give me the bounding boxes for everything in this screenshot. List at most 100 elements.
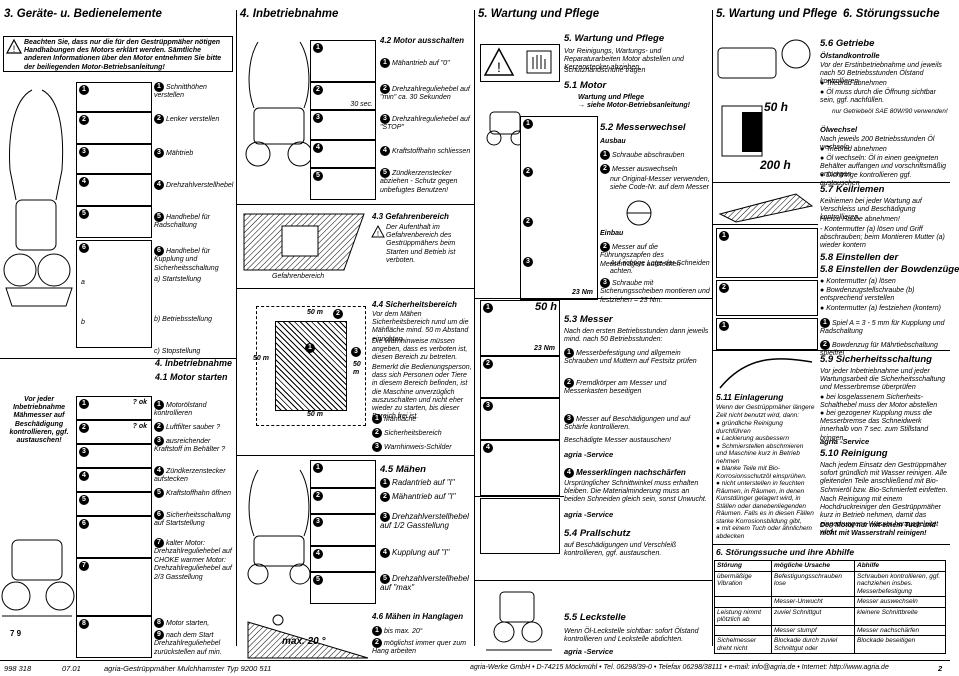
pic-stop-5: 5 [310,168,376,200]
oil-text: Vor der Erstinbetriebnahme und jeweils n… [820,62,942,86]
clean-text-2: Nach Reinigung mit einem Hochdruckreinig… [820,496,942,536]
safety-title: 4.4 Sicherheitsbereich [372,300,457,309]
section-inbetriebnahme: 4. Inbetriebnahme [155,358,233,368]
gear-illustration [717,39,811,157]
divider [474,298,712,299]
header-inbetriebnahme: 4. Inbetriebnahme [240,8,339,20]
safety-switch-item-2: ● bei gezogener Kupplung muss die Messer… [820,410,933,442]
divider [0,358,236,359]
oilchange-title: Ölwechsel [820,125,858,134]
motor-ausschalten-title: 4.2 Motor ausschalten [380,36,465,45]
guard-text: auf Beschädigungen und Verschleiß kontro… [564,542,677,558]
safety-switch-title: 5.9 Sicherheitsschaltung [820,354,932,365]
storage-title: 5.11 Einlagerung [716,392,784,402]
cable-title: 5.8 Einstellen der Bowdenzüge [820,264,959,275]
clean-text-3: Den Motor nur mit einem Tuch und nicht m… [820,522,936,538]
hours-200: 200 h [760,158,791,172]
hours-50: 50 h [764,100,789,114]
safety-switch-item-1: ● bei losgelassenem Sicherheits-Schalthe… [820,394,938,410]
belt-text-3: - Kontermutter (a) lösen und Griff absch… [820,226,945,250]
doc-date: 07.01 [62,664,81,673]
pic-blade-2: 2 [480,356,560,398]
belt-text-1: Keilriemen bei jeder Wartung auf Verschl… [820,198,922,222]
cable-item-1: ● Kontermutter (a) lösen [820,278,896,285]
gear-title: 5.6 Getriebe [820,38,875,49]
safety-switch-text: Vor jeder Inbetriebnahme und jeder Wartu… [820,368,946,392]
sub-a: a) Startstellung [154,276,202,283]
mower-side-illustration [3,89,73,307]
oil-type: nur Getriebeöl SAE 80W/90 verwenden! [832,108,948,115]
divider [236,288,474,289]
belt-illustration [718,193,814,223]
pic-5: 5 [76,206,152,238]
divider [712,182,950,183]
troubleshoot-title: 6. Störungssuche und ihre Abhilfe [716,547,855,557]
danger-zone-illustration [243,213,365,271]
warning-icon: ! [5,38,23,54]
svg-text:!: ! [497,59,501,75]
leak-text: Wenn Öl-Leckstelle sichtbar: sofort Ölst… [564,628,699,644]
pic-mow-3: 3 [310,514,376,546]
pic-start-5: 5 [76,492,152,516]
slope-illustration [247,614,369,659]
divider [236,455,474,456]
safety-text-2: Die Warnhinweise müssen angeben, dass es… [372,338,468,362]
pic-start-4: 4 [76,468,152,492]
mower-front-illustration: 7 9 [1,539,75,638]
pic-mow-1: 1 [310,460,376,488]
danger-zone-label: Gefahrenbereich [272,273,325,280]
pic-cable-2: 2 [716,280,818,316]
motor-notice-box: ! Beachten Sie, dass nur die für den Ges… [3,36,233,72]
motor-text-1: Wartung und Pflege [578,94,644,101]
storage-text: Wenn der Gestrüppmäher längere Zeit nich… [716,404,815,419]
header-wartung-2: 5. Wartung und Pflege [716,8,838,20]
knife-title: 5.2 Messerwechsel [600,122,686,133]
pic-start-6: 6 [76,516,152,558]
service-label: agria -Service [564,450,614,459]
warning-icon: ! [483,47,515,76]
blade-icon [626,200,652,226]
sub-c: c) Stopstellung [154,348,201,355]
column-divider [236,10,237,646]
knife-note: nur Original-Messer verwenden, siehe Cod… [610,176,710,192]
pic-cable-3: 1 [716,318,818,350]
safety-icons: ! [480,44,560,82]
column-divider [474,10,475,646]
danger-title: 4.3 Gefahrenbereich [372,212,449,221]
header-wartung: 5. Wartung und Pflege [478,8,600,20]
sub-b: b) Betriebsstellung [154,316,212,323]
column-divider [712,10,713,646]
sharpen-text: Ursprünglicher Schnittwinkel muss erhalt… [564,480,707,504]
lever-illustration [719,358,813,389]
mower-rear-illustration [245,41,313,167]
